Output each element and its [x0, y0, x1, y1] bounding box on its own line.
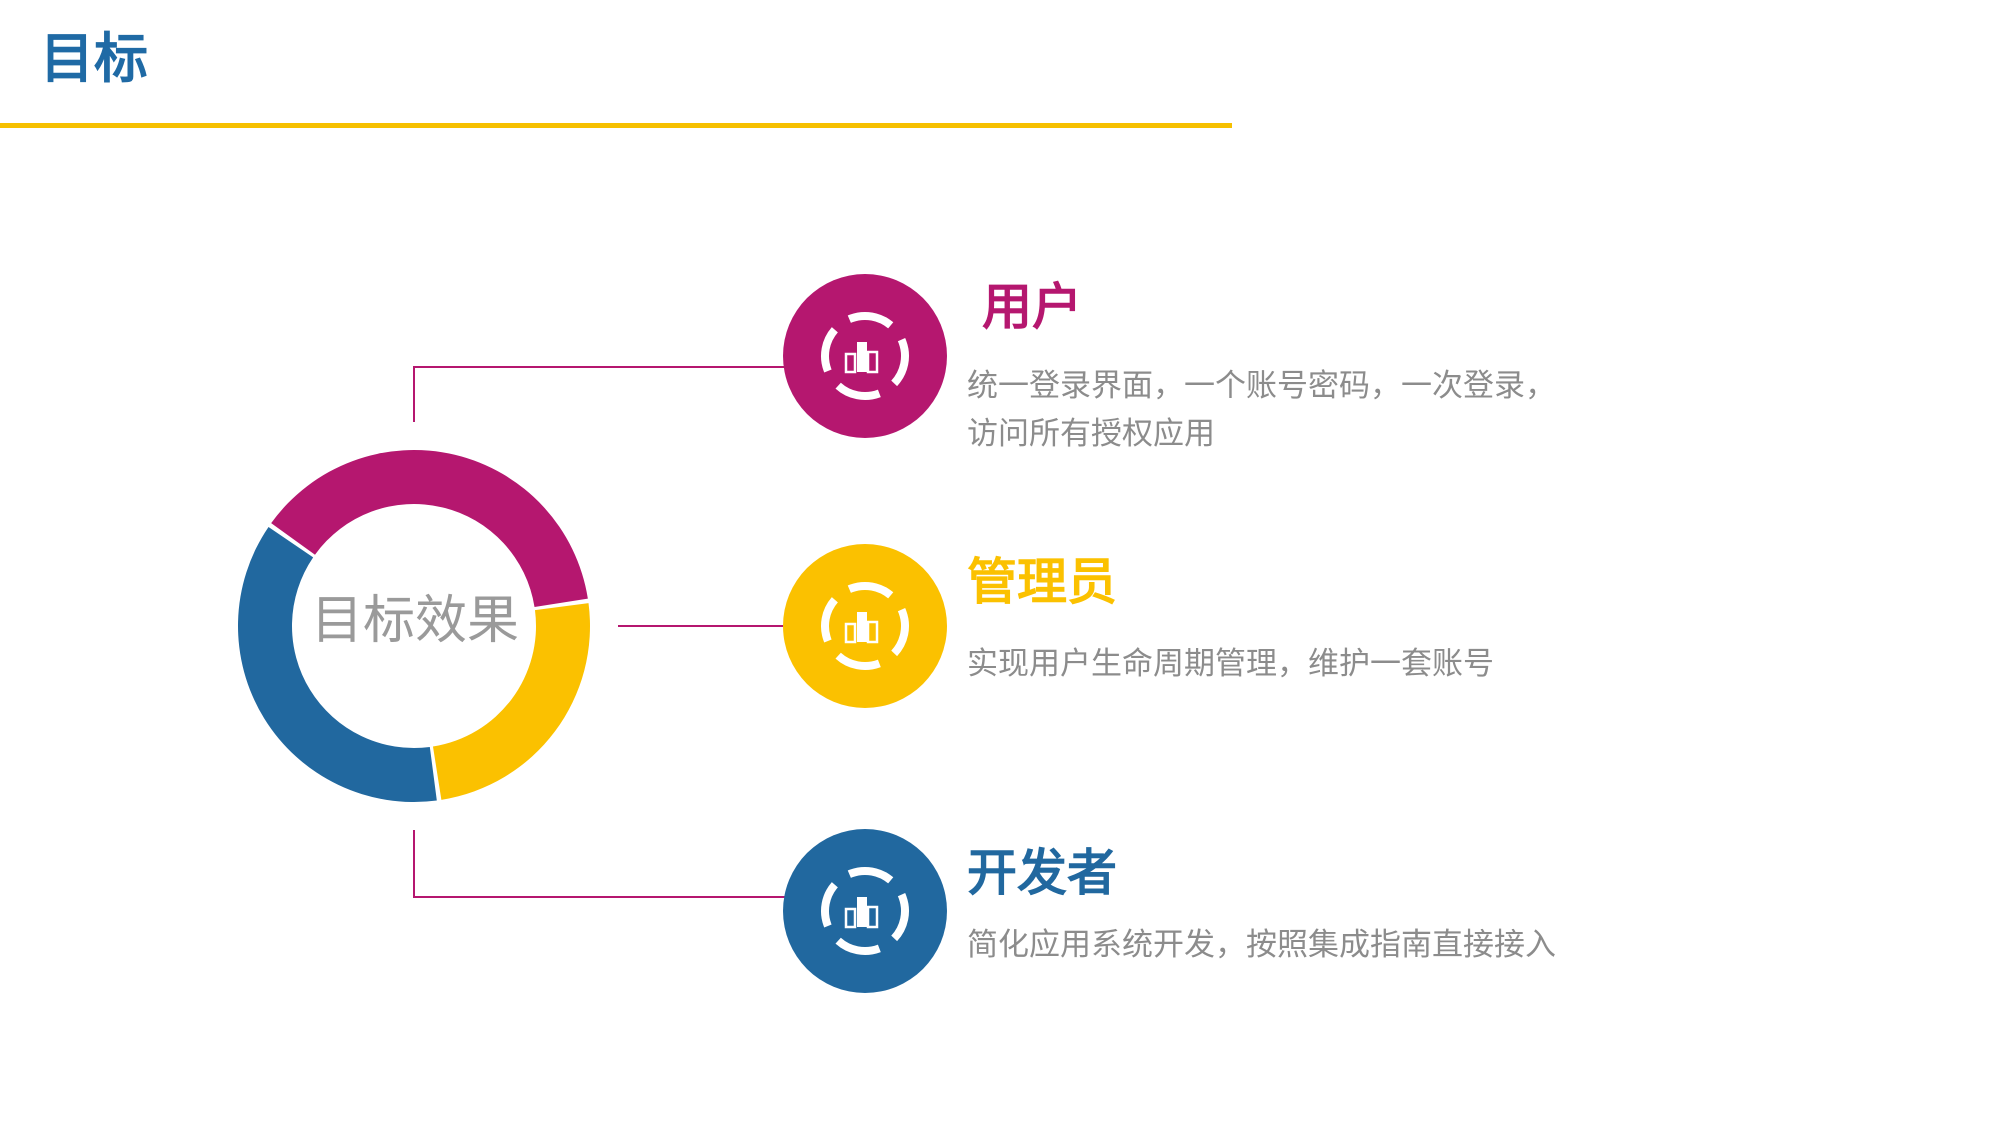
item-circle-user — [783, 274, 947, 438]
item-desc-user-line-2: 访问所有授权应用 — [967, 416, 1215, 452]
item-circle-admin — [783, 544, 947, 708]
item-desc-admin-line-1: 实现用户生命周期管理，维护一套账号 — [967, 646, 1494, 682]
item-desc-user-line-1: 统一登录界面，一个账号密码，一次登录， — [967, 368, 1556, 404]
item-circle-developer — [783, 829, 947, 993]
donut-segment-yellow — [432, 603, 590, 800]
item-heading-developer: 开发者 — [967, 844, 1117, 902]
bar-chart-icon — [821, 312, 909, 400]
connector-lines — [413, 366, 785, 898]
item-desc-admin: 实现用户生命周期管理，维护一套账号 — [967, 640, 1667, 688]
donut-segment-magenta — [271, 450, 588, 608]
title-underline — [0, 123, 1232, 128]
connector-developer — [413, 830, 785, 898]
item-heading-admin: 管理员 — [967, 553, 1117, 611]
item-desc-developer: 简化应用系统开发，按照集成指南直接接入 — [967, 921, 1667, 969]
connector-user — [413, 366, 785, 422]
item-circles — [783, 274, 947, 993]
page-title: 目标 — [40, 27, 148, 90]
item-desc-developer-line-1: 简化应用系统开发，按照集成指南直接接入 — [967, 927, 1556, 963]
center-label: 目标效果 — [310, 591, 519, 651]
bar-chart-icon — [821, 582, 909, 670]
item-desc-user: 统一登录界面，一个账号密码，一次登录， 访问所有授权应用 — [967, 362, 1667, 458]
donut-segment-blue — [238, 526, 437, 802]
bar-chart-icon — [821, 867, 909, 955]
item-heading-user: 用户 — [982, 278, 1082, 336]
target-effect-donut — [238, 450, 590, 802]
